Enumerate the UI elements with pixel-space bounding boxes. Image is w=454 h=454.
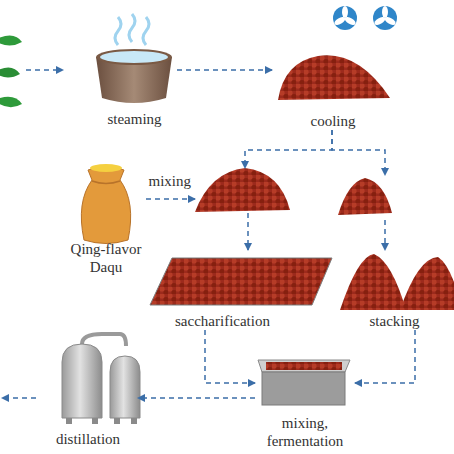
- step-label: distillation: [38, 430, 138, 448]
- inner-arrow: [384, 220, 386, 244]
- tank-grain: [266, 362, 342, 370]
- leaf: [0, 67, 20, 77]
- fan-blade: [384, 15, 397, 26]
- flow-arrow: [205, 330, 255, 383]
- fan-blade: [342, 6, 348, 18]
- fan-blade: [373, 15, 386, 26]
- still: [62, 334, 140, 424]
- pot-water: [100, 51, 168, 63]
- still-leg: [92, 418, 98, 424]
- still-leg: [131, 418, 137, 424]
- step-label: mixing, fermentation: [255, 414, 355, 450]
- fan-blade: [344, 15, 357, 26]
- still-leg: [66, 418, 72, 424]
- fermentation-step: mixing, fermentation: [255, 355, 355, 450]
- still-vessel: [110, 356, 140, 418]
- distillation-step: distillation: [38, 332, 138, 448]
- saccharification-step: saccharification: [140, 250, 335, 330]
- arrow-head: [56, 66, 64, 74]
- stacked-cone: [400, 257, 454, 310]
- fermentation-tank: [258, 360, 350, 405]
- saccharification-bed: [150, 258, 332, 305]
- leaf: [0, 97, 22, 107]
- steam-wave: [129, 14, 135, 42]
- flow-arrow: [146, 198, 195, 200]
- flow-arrow: [247, 213, 249, 250]
- step-label: saccharification: [140, 312, 335, 330]
- step-label: mixing: [148, 172, 191, 190]
- steam-wave: [115, 17, 121, 45]
- still-leg: [114, 418, 120, 424]
- step-label: stacking: [335, 312, 454, 330]
- bag-body: [81, 167, 130, 244]
- sorghum-leaves: [0, 35, 22, 107]
- daqu-bag: [81, 164, 130, 244]
- step-label: Qing-flavor Daqu: [66, 240, 146, 276]
- flow-arrow: [332, 130, 385, 175]
- stacking-step: stacking: [335, 175, 454, 330]
- steam-wave: [143, 17, 149, 45]
- flow-arrow: [138, 397, 255, 399]
- leaf: [0, 35, 22, 45]
- fan-blade: [333, 15, 346, 26]
- step-label: steaming: [92, 110, 177, 128]
- daqu-bag-node: Qing-flavor Daqu: [66, 162, 146, 276]
- arrow-head: [1, 394, 9, 402]
- step-label: cooling: [272, 112, 394, 130]
- cooling-step: cooling: [272, 45, 394, 130]
- grain-pile: [338, 178, 392, 215]
- steaming-step: steaming: [92, 18, 177, 128]
- bag-tie: [92, 181, 120, 184]
- tank-rim: [258, 360, 350, 372]
- daqu-powder: [90, 164, 122, 172]
- input-arrow: [26, 69, 58, 71]
- stacked-cone: [340, 254, 406, 310]
- fan-blade: [382, 6, 388, 18]
- grain-pile: [278, 55, 390, 100]
- tank-body: [262, 372, 345, 405]
- fan: [373, 6, 397, 30]
- pot-rim: [96, 49, 172, 65]
- grain-pile: [195, 168, 290, 212]
- flow-arrow: [355, 330, 415, 383]
- still-vessel: [62, 344, 102, 418]
- mixing-pile: mixing: [195, 168, 290, 213]
- output-arrow: [8, 397, 36, 399]
- fan: [333, 6, 357, 30]
- steam-pot: [96, 14, 172, 103]
- arrow-head: [381, 243, 389, 251]
- flow-arrow: [245, 130, 332, 168]
- flow-arrow: [177, 69, 272, 71]
- cooling-fans: [333, 6, 397, 30]
